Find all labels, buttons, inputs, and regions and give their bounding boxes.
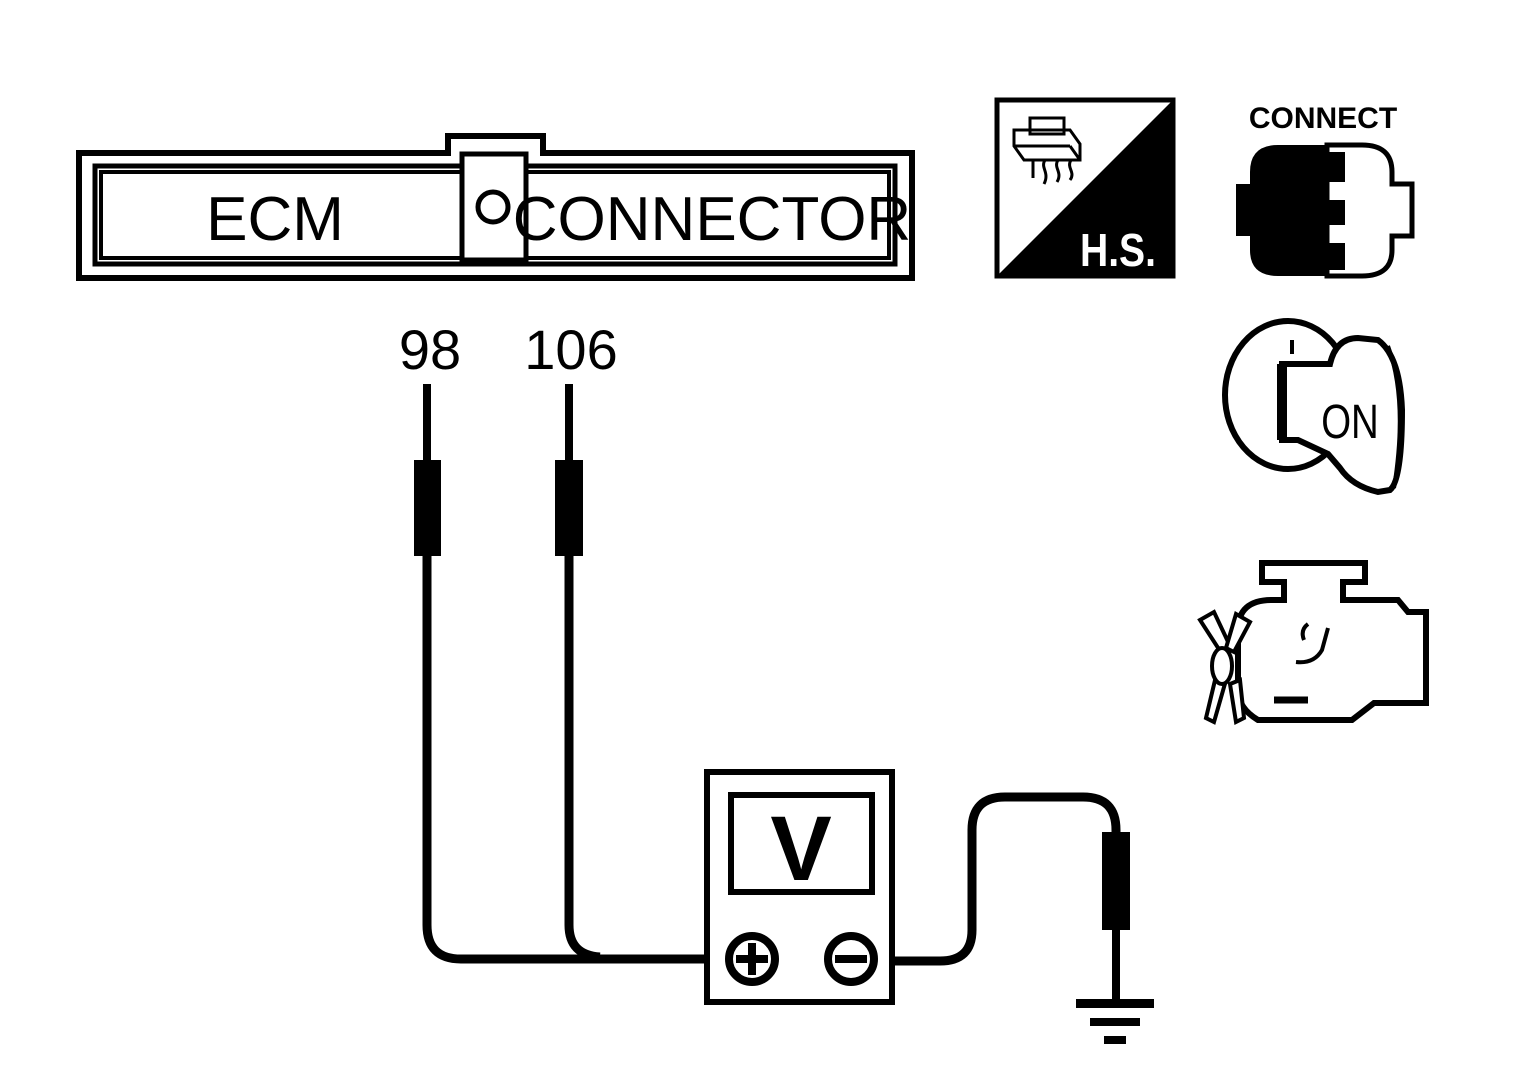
probe-grip-98: [414, 460, 441, 556]
connector-right-label: CONNECTOR: [513, 185, 911, 254]
connector-left-label: ECM: [206, 185, 344, 254]
lead-ground: [880, 792, 1121, 966]
lead-98: [422, 556, 727, 964]
pin-label-106: 106: [524, 318, 617, 381]
pin-label-98: 98: [399, 318, 461, 381]
lead-106: [564, 556, 601, 962]
probe-wires: [414, 384, 1130, 1002]
ignition-switch-on-icon: ON: [1222, 318, 1406, 496]
voltmeter-display-label: V: [770, 798, 831, 900]
connector-connect-icon: CONNECT: [1236, 102, 1415, 279]
harness-side-icon: H.S.: [994, 97, 1176, 279]
positive-terminal-icon: [725, 932, 779, 986]
ground-probe-grip: [1102, 832, 1130, 930]
ignition-on-label: ON: [1321, 396, 1379, 449]
engine-icon: [1197, 560, 1429, 726]
lock-hole-icon: [475, 189, 511, 225]
ecm-connector: ECM CONNECTOR: [76, 133, 915, 281]
probe-grip-106: [555, 460, 583, 556]
ground-icon: [1076, 999, 1154, 1044]
harness-side-label: H.S.: [1080, 225, 1156, 277]
connect-label: CONNECT: [1249, 102, 1397, 135]
voltmeter: V: [704, 769, 895, 1005]
negative-terminal-icon: [824, 932, 878, 986]
